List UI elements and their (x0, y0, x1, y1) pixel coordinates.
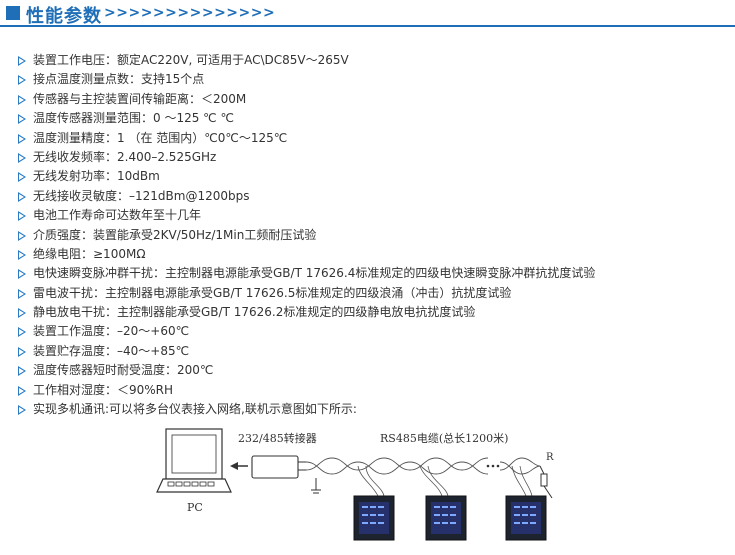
triangle-bullet-icon (18, 308, 26, 319)
spec-text: 电池工作寿命可达数年至十几年 (33, 208, 202, 223)
spec-text: 电快速瞬变脉冲群干扰：主控制器电源能承受GB/T 17626.4标准规定的四级电… (33, 266, 596, 281)
triangle-bullet-icon (18, 346, 26, 357)
spec-item: 装置贮存温度：–40～+85℃ (16, 342, 731, 361)
spec-text: 无线接收灵敏度：–121dBm@1200bps (33, 188, 250, 203)
spec-text: 静电放电干扰：主控制器能承受GB/T 17626.2标准规定的四级静电放电抗扰度… (33, 305, 476, 320)
section-title: 性能参数 (26, 6, 102, 27)
meter-device-icon (425, 495, 467, 541)
spec-item: 电快速瞬变脉冲群干扰：主控制器电源能承受GB/T 17626.4标准规定的四级电… (16, 264, 731, 283)
spec-item: 温度测量精度：1 （在 范围内）℃0℃～125℃ (16, 129, 731, 148)
spec-text: 装置工作电压：额定AC220V, 可适用于AC\DC85V～265V (33, 53, 349, 67)
triangle-bullet-icon (18, 172, 26, 183)
spec-item: 绝缘电阻：≥100MΩ (16, 245, 731, 264)
spec-text: 接点温度测量点数：支持15个点 (33, 72, 205, 87)
spec-text: 雷电波干扰：主控制器电源能承受GB/T 17626.5标准规定的四级浪涌（冲击）… (33, 285, 512, 300)
spec-text: 实现多机通讯:可以将多台仪表接入网络,联机示意图如下所示: (33, 402, 357, 417)
triangle-bullet-icon (18, 211, 26, 222)
pc-label: PC (187, 501, 203, 514)
network-diagram: PC 232/485转接器 RS485电缆(总长1200米) (0, 418, 735, 551)
spec-text: 温度传感器测量范围：0 ～125 ℃ ℃ (33, 111, 234, 126)
spec-item: 装置工作温度：–20～+60℃ (16, 322, 731, 341)
pc-monitor-icon (156, 428, 232, 493)
triangle-bullet-icon (18, 114, 26, 125)
header-divider (0, 25, 735, 27)
converter-icon (251, 455, 321, 494)
spec-item: 实现多机通讯:可以将多台仪表接入网络,联机示意图如下所示: (16, 400, 731, 419)
cable-label: RS485电缆(总长1200米) (380, 431, 508, 445)
triangle-bullet-icon (18, 94, 26, 105)
data-arrow-icon (230, 462, 248, 470)
spec-item: 雷电波干扰：主控制器电源能承受GB/T 17626.5标准规定的四级浪涌（冲击）… (16, 284, 731, 303)
spec-item: 工作相对湿度：＜90%RH (16, 381, 731, 400)
triangle-bullet-icon (18, 249, 26, 260)
triangle-bullet-icon (18, 269, 26, 280)
spec-list: 装置工作电压：额定AC220V, 可适用于AC\DC85V～265V 接点温度测… (16, 51, 731, 419)
spec-item: 温度传感器测量范围：0 ～125 ℃ ℃ (16, 109, 731, 128)
triangle-bullet-icon (18, 191, 26, 202)
triangle-bullet-icon (18, 230, 26, 241)
spec-item: 装置工作电压：额定AC220V, 可适用于AC\DC85V～265V (16, 51, 731, 70)
triangle-bullet-icon (18, 405, 26, 416)
spec-text: 温度测量精度：1 （在 范围内）℃0℃～125℃ (33, 130, 288, 145)
spec-text: 温度传感器短时耐受温度：200℃ (33, 363, 214, 378)
triangle-bullet-icon (18, 133, 26, 144)
spec-item: 无线发射功率：10dBm (16, 167, 731, 186)
drop-wires (357, 465, 533, 497)
spec-text: 传感器与主控装置间传输距离：＜200M (33, 91, 247, 106)
triangle-bullet-icon (18, 288, 26, 299)
spec-text: 装置工作温度：–20～+60℃ (33, 324, 190, 339)
meter-device-icon (505, 495, 547, 541)
spec-text: 介质强度：装置能承受2KV/50Hz/1Min工频耐压试验 (33, 227, 317, 242)
meter-device-icon (353, 495, 395, 541)
spec-item: 温度传感器短时耐受温度：200℃ (16, 361, 731, 380)
triangle-bullet-icon (18, 56, 26, 66)
spec-item: 传感器与主控装置间传输距离：＜200M (16, 90, 731, 109)
triangle-bullet-icon (18, 327, 26, 338)
triangle-bullet-icon (18, 366, 26, 377)
resistor-label: R (546, 452, 554, 463)
section-header: 性能参数 >>>>>>>>>>>>>> (0, 0, 735, 28)
spec-item: 电池工作寿命可达数年至十几年 (16, 206, 731, 225)
spec-item: 介质强度：装置能承受2KV/50Hz/1Min工频耐压试验 (16, 226, 731, 245)
spec-text: 工作相对湿度：＜90%RH (33, 382, 174, 397)
spec-text: 无线发射功率：10dBm (33, 169, 160, 184)
spec-item: 静电放电干扰：主控制器能承受GB/T 17626.2标准规定的四级静电放电抗扰度… (16, 303, 731, 322)
converter-label: 232/485转接器 (238, 431, 317, 445)
spec-item: 无线接收灵敏度：–121dBm@1200bps (16, 187, 731, 206)
resistor-icon (539, 465, 553, 499)
cable-ellipsis (486, 464, 500, 468)
spec-item: 接点温度测量点数：支持15个点 (16, 70, 731, 89)
spec-item: 无线收发频率：2.400–2.525GHz (16, 148, 731, 167)
network-diagram-svg: PC 232/485转接器 RS485电缆(总长1200米) (156, 428, 554, 541)
header-square-icon (6, 6, 20, 20)
triangle-bullet-icon (18, 75, 26, 86)
triangle-bullet-icon (18, 385, 26, 396)
header-arrows: >>>>>>>>>>>>>> (104, 5, 276, 21)
triangle-bullet-icon (18, 152, 26, 163)
spec-text: 绝缘电阻：≥100MΩ (33, 246, 146, 261)
spec-text: 无线收发频率：2.400–2.525GHz (33, 149, 217, 164)
spec-text: 装置贮存温度：–40～+85℃ (33, 343, 190, 358)
